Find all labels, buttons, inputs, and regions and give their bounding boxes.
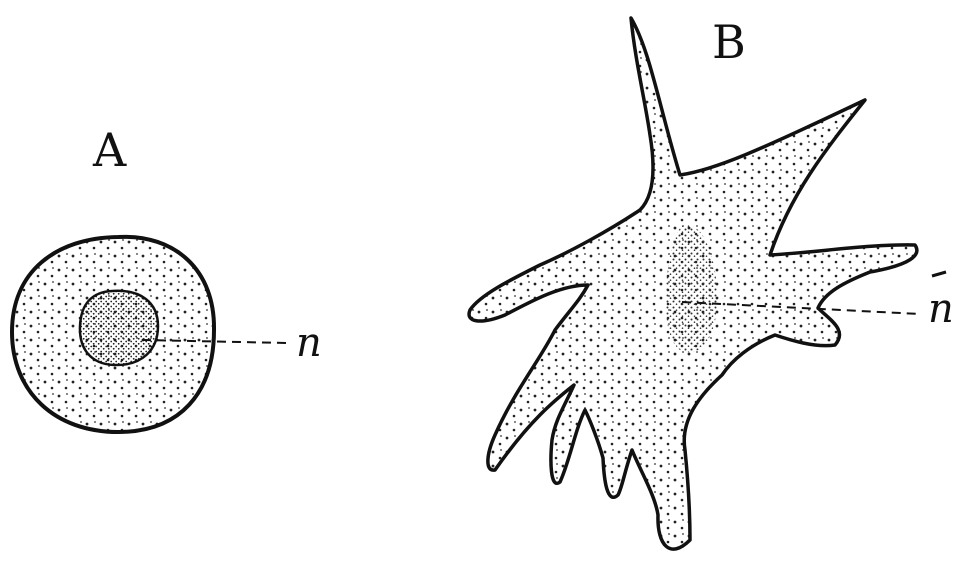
panel-a: A n (12, 123, 322, 432)
pointer-label-b: n (928, 286, 954, 332)
panel-b: B n (469, 15, 954, 549)
panel-a-label: A (92, 123, 127, 177)
pointer-label-a: n (296, 320, 322, 366)
cell-a-nucleus (80, 291, 158, 365)
panel-b-label: B (712, 15, 746, 69)
label-b-tick (932, 272, 946, 276)
